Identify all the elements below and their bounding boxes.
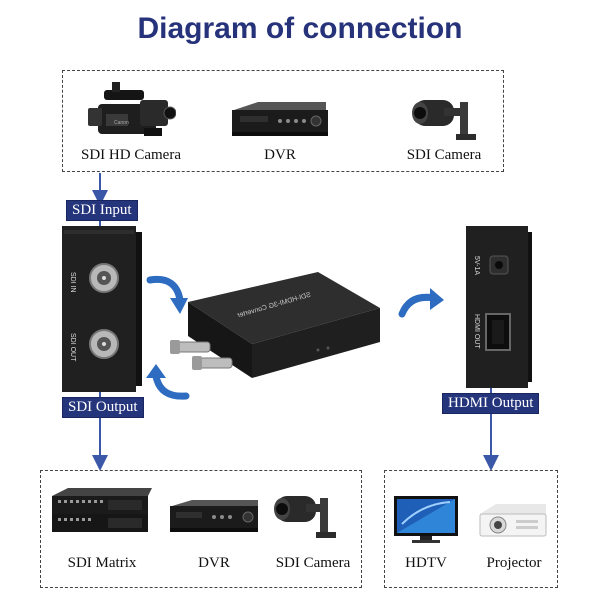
sdi-input-tag: SDI Input — [66, 200, 138, 221]
curved-arrow-hdmi — [398, 288, 444, 318]
projector-image — [474, 500, 550, 542]
dvr-image-bottom — [166, 498, 262, 538]
power-port-label: 5V-1A — [473, 256, 480, 276]
device-label-sdi-matrix: SDI Matrix — [67, 555, 137, 571]
sdi-hd-camera-image: Canon — [84, 78, 176, 144]
sdi-camera-image-bottom — [272, 488, 342, 540]
hdmi-panel-right — [466, 226, 532, 388]
converter-device-image — [168, 262, 400, 390]
hdmi-output-tag: HDMI Output — [442, 393, 540, 414]
device-label-dvr-top: DVR — [264, 147, 296, 163]
page-title: Diagram of connection — [137, 12, 463, 45]
sdi-output-tag: SDI Output — [62, 397, 144, 418]
device-label-sdi-camera-top: SDI Camera — [406, 147, 482, 163]
dvr-image — [228, 100, 332, 144]
hdmi-out-port-label: HDMI OUT — [473, 314, 480, 349]
sdi-camera-image-top — [410, 92, 482, 142]
curved-arrow-out — [146, 364, 190, 400]
device-label-sdi-hd-camera: SDI HD Camera — [81, 147, 181, 163]
sdi-matrix-image — [48, 486, 154, 538]
device-label-dvr-bottom: DVR — [198, 555, 230, 571]
sdi-out-port-label: SDI OUT — [69, 333, 76, 362]
hdtv-image — [392, 494, 460, 546]
device-label-hdtv: HDTV — [405, 555, 447, 571]
sdi-panel-left — [62, 226, 142, 392]
curved-arrow-in — [146, 275, 188, 314]
svg-text:Canon: Canon — [114, 120, 129, 126]
sdi-in-port-label: SDI IN — [69, 272, 76, 293]
device-label-sdi-camera-bottom: SDI Camera — [275, 555, 351, 571]
device-label-projector: Projector — [486, 555, 542, 571]
